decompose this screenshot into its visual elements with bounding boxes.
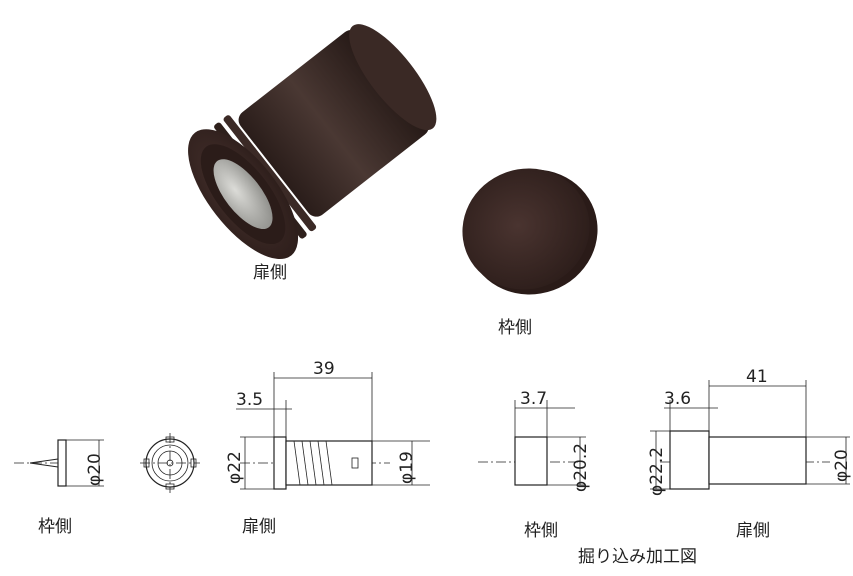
recess-title: 掘り込み加工図 (578, 547, 697, 567)
door-side-product-photo (188, 24, 437, 260)
recess-frame-side-label: 枠側 (524, 521, 558, 541)
door-total-length: 39 (313, 359, 335, 379)
recess-door-length: 41 (746, 367, 768, 387)
door-flange-width: 3.5 (236, 390, 263, 410)
door-body-dia: φ19 (397, 451, 417, 484)
door-side-drawing-label: 扉側 (242, 517, 276, 537)
recess-door-side-label: 扉側 (736, 521, 770, 541)
frame-side-drawing: φ20 (14, 439, 105, 487)
door-flange-dia: φ22 (225, 451, 245, 484)
frame-side-drawing-label: 枠側 (38, 517, 72, 537)
recess-door-side-drawing: 41 3.6 φ22.2 φ20 (647, 367, 852, 496)
recess-door-step-dia: φ22.2 (647, 447, 667, 496)
recess-frame-side-drawing: 3.7 φ20.2 (478, 389, 591, 492)
door-side-front-view (140, 433, 200, 493)
recess-door-dia: φ20 (832, 449, 852, 482)
recess-frame-depth: 3.7 (520, 389, 547, 409)
recess-door-step: 3.6 (664, 389, 691, 409)
recess-frame-dia: φ20.2 (571, 443, 591, 492)
door-side-side-view: 39 3.5 φ22 φ19 (225, 359, 430, 490)
door-side-photo-label: 扉側 (253, 263, 287, 283)
frame-side-product-photo (462, 168, 598, 295)
frame-side-photo-label: 枠側 (498, 318, 532, 338)
frame-piece-dia: φ20 (85, 453, 105, 486)
